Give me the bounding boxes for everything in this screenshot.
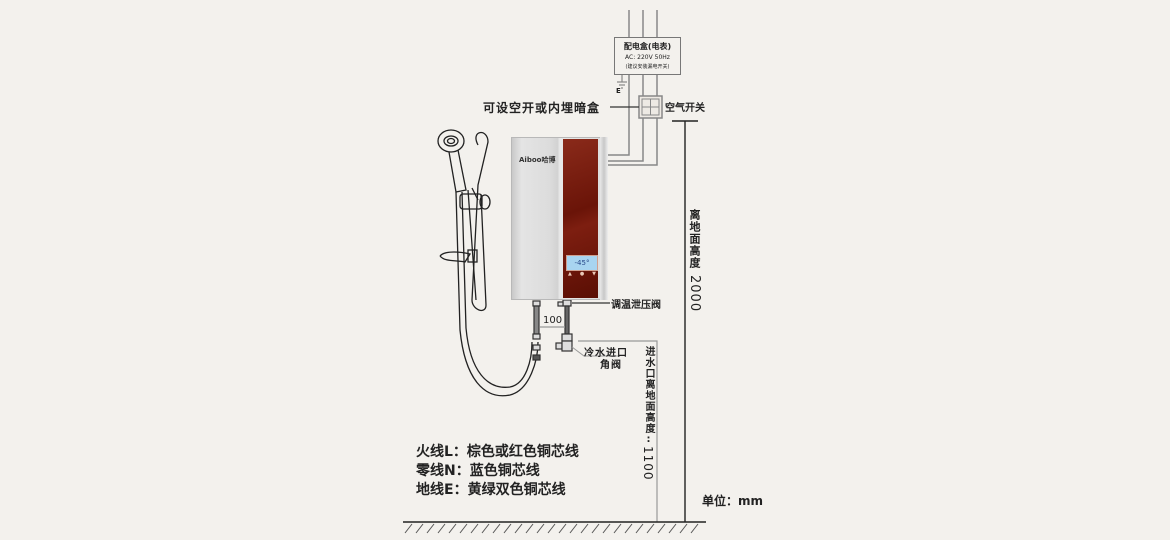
distribution-box-note: (建议安装漏电开关) xyxy=(625,64,670,70)
hatch-stroke xyxy=(646,523,655,534)
hatch-stroke xyxy=(415,523,424,534)
feed-wires xyxy=(608,74,658,166)
ground-icon xyxy=(617,74,627,89)
concealed-box-label: 可设空开或内埋暗盒 xyxy=(483,101,601,115)
outlet-pipe xyxy=(532,300,541,361)
down-button[interactable]: ▼ xyxy=(592,271,596,277)
pipe-spacing-label: 100 xyxy=(543,315,563,326)
hatch-stroke xyxy=(613,523,622,534)
inlet-height-line xyxy=(578,340,658,522)
hatch-stroke xyxy=(635,523,644,534)
hatch-stroke xyxy=(679,523,688,534)
neutral-wire-note: 零线N：蓝色铜芯线 xyxy=(416,463,540,479)
hatch-stroke xyxy=(624,523,633,534)
supply-wires xyxy=(628,10,658,37)
heater-height-text: 离地面高度 xyxy=(688,209,701,269)
heater-height-label: 离地面高度 2000 xyxy=(686,209,705,312)
heater-height-line xyxy=(672,120,698,522)
hatch-stroke xyxy=(657,523,666,534)
power-button[interactable]: ● xyxy=(579,271,585,277)
hatch-stroke xyxy=(514,523,523,534)
hatch-stroke xyxy=(437,523,446,534)
inlet-pipe xyxy=(555,299,573,352)
hatch-stroke xyxy=(569,523,578,534)
live-wire-note: 火线L：棕色或红色铜芯线 xyxy=(416,444,579,460)
hatch-stroke xyxy=(481,523,490,534)
air-switch-icon xyxy=(638,95,663,119)
water-heater: Aiboo哈博 -45° ▲ ● ▼ xyxy=(511,137,608,300)
hatch-stroke xyxy=(492,523,501,534)
wiring-notes: 火线L：棕色或红色铜芯线 零线N：蓝色铜芯线 地线E：黄绿双色铜芯线 xyxy=(416,443,579,500)
temperature-display: -45° xyxy=(566,255,598,271)
hatch-stroke xyxy=(668,523,677,534)
distribution-box-spec: AC: 220V 50Hz xyxy=(625,54,670,61)
control-buttons: ▲ ● ▼ xyxy=(568,271,596,277)
hatch-stroke xyxy=(602,523,611,534)
inlet-height-label: 进水口离地面高度:1100 xyxy=(641,346,659,481)
distribution-box: 配电盒(电表) AC: 220V 50Hz (建议安装漏电开关) xyxy=(614,37,681,75)
cold-inlet-leader xyxy=(571,346,620,357)
distribution-box-title: 配电盒(电表) xyxy=(623,42,672,51)
hatch-stroke xyxy=(404,523,413,534)
angle-valve-label: 角阀 xyxy=(600,360,622,371)
heater-front-panel xyxy=(563,139,598,298)
hatch-stroke xyxy=(580,523,589,534)
valve-label: 调温泄压阀 xyxy=(611,300,661,311)
shower-set xyxy=(437,129,539,397)
hatch-stroke xyxy=(459,523,468,534)
hatch-stroke xyxy=(470,523,479,534)
inlet-height-value: 1100 xyxy=(641,446,655,481)
unit-label: 单位：mm xyxy=(702,494,764,508)
cold-inlet-label: 冷水进口 xyxy=(584,348,628,359)
hatch-stroke xyxy=(558,523,567,534)
hatch-stroke xyxy=(525,523,534,534)
hatch-stroke xyxy=(690,523,699,534)
heater-height-value: 2000 xyxy=(687,275,702,313)
hatch-stroke xyxy=(448,523,457,534)
heater-side-rim xyxy=(600,137,608,300)
hatch-stroke xyxy=(426,523,435,534)
brand-logo: Aiboo哈博 xyxy=(519,156,556,164)
hatch-stroke xyxy=(503,523,512,534)
earth-label: E xyxy=(616,87,621,95)
air-switch-label: 空气开关 xyxy=(665,103,705,114)
hatch-stroke xyxy=(547,523,556,534)
up-button[interactable]: ▲ xyxy=(568,271,572,277)
hatch-stroke xyxy=(536,523,545,534)
earth-wire-note: 地线E：黄绿双色铜芯线 xyxy=(416,482,566,498)
hatch-stroke xyxy=(591,523,600,534)
floor-hatching xyxy=(404,523,699,534)
inlet-height-text: 进水口离地面高度: xyxy=(643,346,654,446)
